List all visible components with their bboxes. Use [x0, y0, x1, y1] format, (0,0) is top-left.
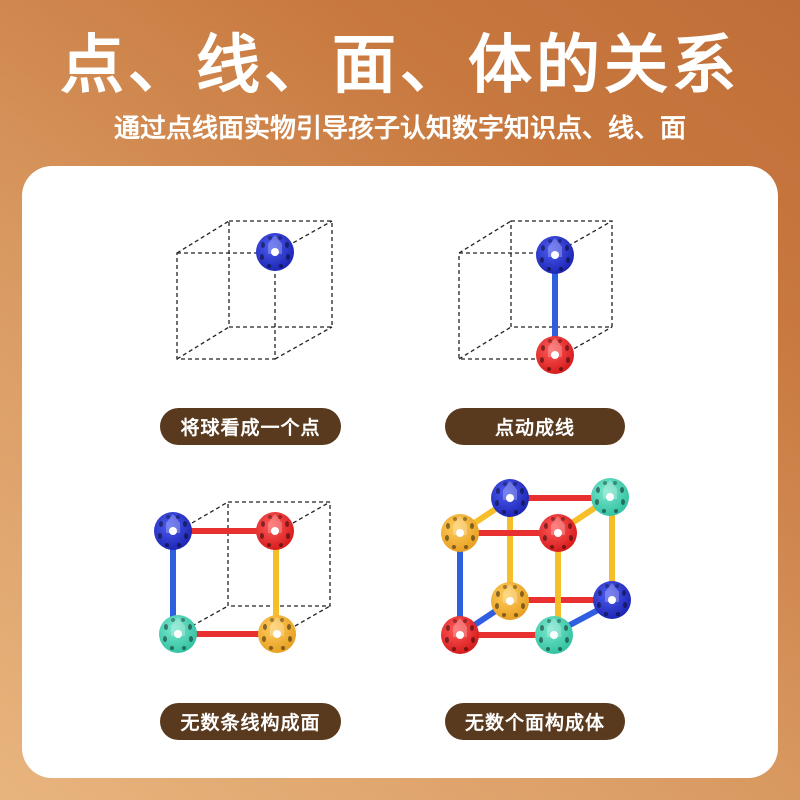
orange-ball-icon: [491, 582, 529, 620]
blue-ball-icon: [256, 233, 294, 271]
red-ball-icon: [256, 512, 294, 550]
blue-ball-icon: [593, 581, 631, 619]
panel-3-illustration: [191, 501, 331, 627]
teal-ball-icon: [535, 616, 573, 654]
panel-1-illustration: [176, 220, 333, 360]
panel-2-label: 点动成线: [445, 408, 625, 445]
panel-4-illustration: [457, 495, 615, 638]
panel-1-label: 将球看成一个点: [160, 408, 341, 445]
page-subtitle: 通过点线面实物引导孩子认知数字知识点、线、面: [113, 114, 686, 144]
red-ball-icon: [539, 514, 577, 552]
panel-4-label: 无数个面构成体: [445, 703, 625, 740]
blue-ball-icon: [491, 479, 529, 517]
page-title: 点、线、面、体的关系: [60, 29, 740, 103]
orange-ball-icon: [258, 615, 296, 653]
panel-3-label: 无数条线构成面: [160, 703, 341, 740]
teal-ball-icon: [159, 615, 197, 653]
teal-ball-icon: [591, 478, 629, 516]
blue-ball-icon: [154, 512, 192, 550]
orange-ball-icon: [441, 514, 479, 552]
content-card: [22, 166, 778, 778]
panel-2-illustration: [458, 220, 613, 360]
red-ball-icon: [536, 336, 574, 374]
red-ball-icon: [441, 616, 479, 654]
blue-ball-icon: [536, 236, 574, 274]
